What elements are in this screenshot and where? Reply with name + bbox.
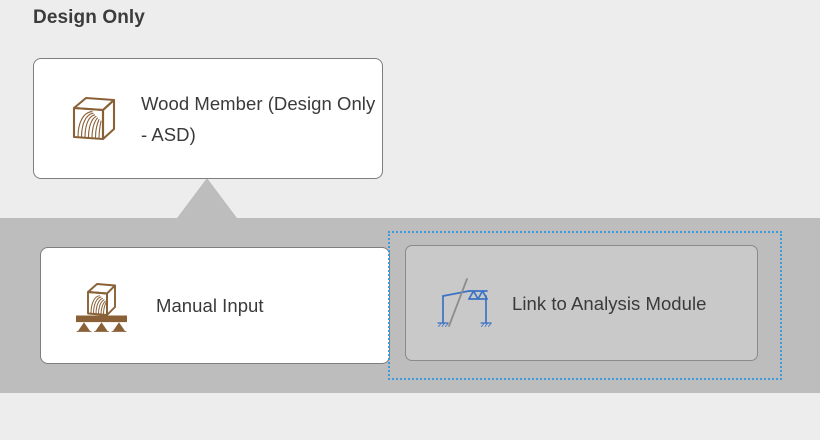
card-wood-member-label: Wood Member (Design Only - ASD) <box>141 92 376 145</box>
card-manual-input[interactable]: Manual Input <box>40 247 390 364</box>
card-manual-input-label: Manual Input <box>156 295 264 316</box>
wood-beam-supports-icon <box>58 279 144 333</box>
band-pointer-triangle <box>177 178 237 218</box>
card-link-to-analysis-module-label: Link to Analysis Module <box>512 292 707 314</box>
page-title: Design Only <box>33 7 145 28</box>
focus-ring <box>388 231 782 380</box>
portal-frame-truss-icon <box>420 274 506 332</box>
card-link-to-analysis-module[interactable]: Link to Analysis Module <box>405 245 758 361</box>
wood-block-icon <box>51 94 137 144</box>
card-wood-member[interactable]: Wood Member (Design Only - ASD) <box>33 58 383 179</box>
